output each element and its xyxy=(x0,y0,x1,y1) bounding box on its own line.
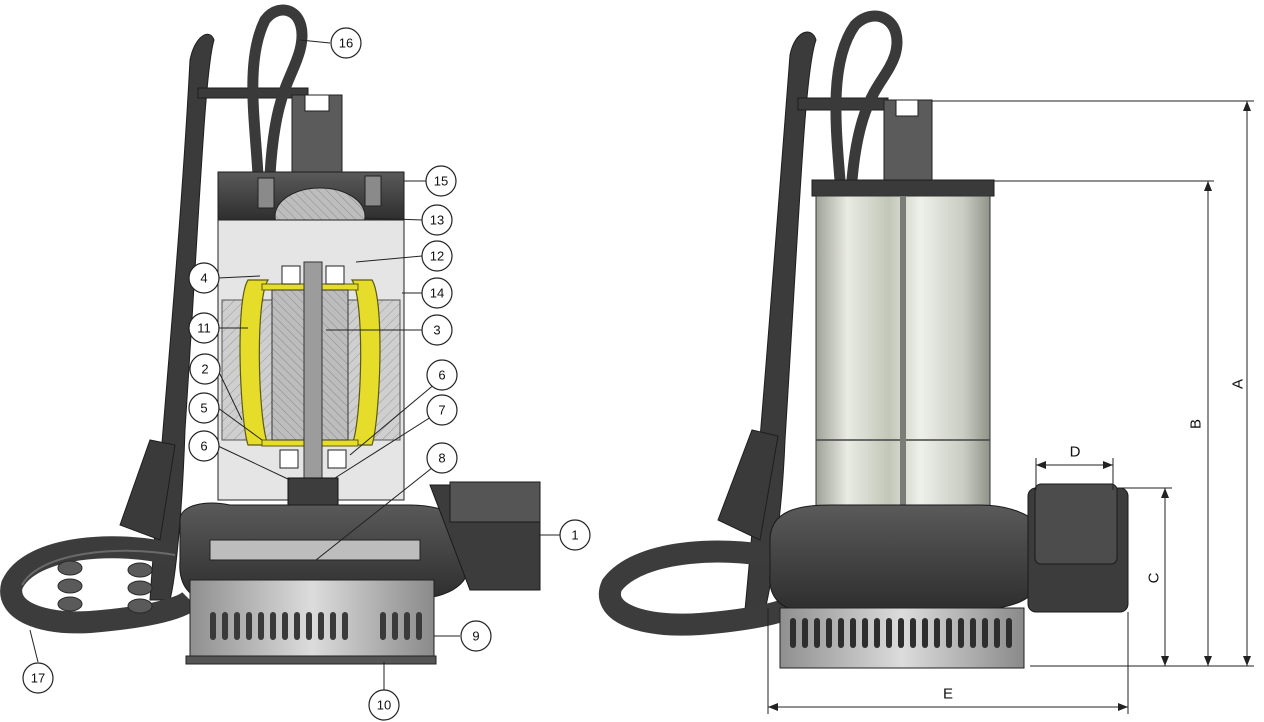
callout-5: 5 xyxy=(188,392,220,424)
right-exterior-view xyxy=(599,10,1129,669)
top-cap-right xyxy=(811,179,995,197)
base-plate xyxy=(185,655,437,665)
leader-lines xyxy=(29,39,562,692)
dimension-label-e: E xyxy=(943,686,953,703)
callout-label: 15 xyxy=(434,174,448,189)
cable-top-loop xyxy=(247,4,308,181)
callout-12: 12 xyxy=(421,240,453,272)
callout-label: 9 xyxy=(472,629,479,644)
callout-label: 10 xyxy=(377,698,391,713)
callout-label: 2 xyxy=(201,362,208,377)
callout-1: 1 xyxy=(559,519,591,551)
callout-10: 10 xyxy=(368,689,400,721)
callout-8: 8 xyxy=(426,442,458,474)
callout-label: 16 xyxy=(339,36,353,51)
callout-9: 9 xyxy=(460,620,492,652)
dimension-label-c: C xyxy=(1146,572,1163,583)
callout-17: 17 xyxy=(22,662,54,694)
callout-label: 3 xyxy=(433,323,440,338)
callout-7: 7 xyxy=(426,394,458,426)
callout-label: 17 xyxy=(31,671,45,686)
callout-label: 11 xyxy=(197,321,211,336)
callout-2: 2 xyxy=(189,353,221,385)
callout-label: 1 xyxy=(571,528,578,543)
callout-14: 14 xyxy=(421,277,453,309)
callout-6: 6 xyxy=(426,359,458,391)
volute-right xyxy=(769,504,1041,611)
callout-label: 12 xyxy=(430,249,444,264)
dimension-label-b: B xyxy=(1188,419,1205,429)
callout-4: 4 xyxy=(188,262,220,294)
dimension-label-d: D xyxy=(1070,444,1081,461)
coiled-cable xyxy=(0,536,198,634)
callout-13: 13 xyxy=(421,204,453,236)
callout-6: 6 xyxy=(188,430,220,462)
callout-3: 3 xyxy=(421,314,453,346)
callout-label: 8 xyxy=(438,451,445,466)
callout-label: 7 xyxy=(438,403,445,418)
dimension-labels: A B C D E xyxy=(943,379,1247,703)
dimension-lines xyxy=(767,100,1254,714)
callout-label: 6 xyxy=(200,439,207,454)
dimension-label-a: A xyxy=(1230,379,1247,389)
callout-label: 4 xyxy=(200,271,207,286)
callout-label: 13 xyxy=(430,213,444,228)
callout-11: 11 xyxy=(188,312,220,344)
impeller xyxy=(209,539,421,561)
callout-16: 16 xyxy=(330,27,362,59)
callout-label: 14 xyxy=(430,286,444,301)
callout-label: 5 xyxy=(200,401,207,416)
dimension-arrows xyxy=(768,101,1251,711)
left-section-view xyxy=(0,4,541,665)
callout-label: 6 xyxy=(438,368,445,383)
callout-15: 15 xyxy=(425,165,457,197)
